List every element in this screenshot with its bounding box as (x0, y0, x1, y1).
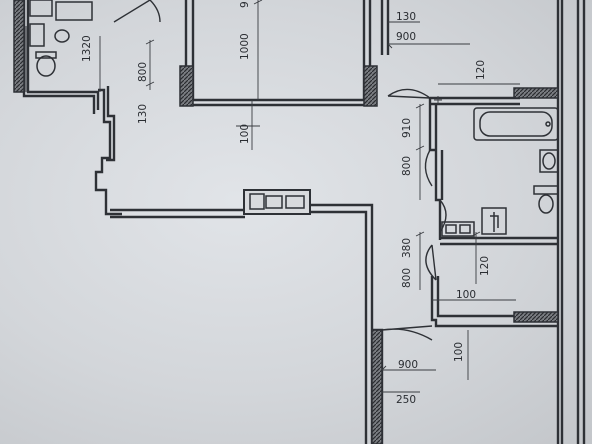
left-outer-wall (26, 0, 100, 110)
dimension-labels: 130 900 1000 9 1320 800 130 120 100 910 … (81, 1, 491, 406)
dimension-label: 1320 (81, 35, 93, 62)
dimension-label: 130 (137, 104, 149, 124)
washer-box (481, 207, 507, 235)
right-partition-wall (380, 0, 390, 55)
column-block (371, 329, 383, 444)
ventilation-ducts (243, 189, 311, 215)
dimension-label: 380 (401, 238, 413, 258)
column-block (363, 65, 378, 107)
dimension-label: 800 (401, 268, 413, 288)
door-swing-upper-right (387, 88, 431, 99)
dimension-label: 120 (475, 60, 487, 80)
bathroom-left-wall (428, 98, 444, 240)
column-block (513, 87, 559, 99)
dimension-label: 800 (401, 156, 413, 176)
upper-left-zigzag-wall-inner (106, 86, 116, 162)
dimension-label: 100 (453, 342, 465, 362)
dimension-label: 130 (396, 11, 416, 23)
column-block (513, 311, 559, 323)
edge-right-wall (576, 0, 586, 444)
walls (22, 0, 586, 444)
door-swing-top (113, 0, 161, 23)
bathroom-bottom-wall (440, 236, 558, 246)
column-block (179, 65, 194, 107)
sink (539, 149, 559, 173)
dimension-label: 120 (479, 256, 491, 276)
upper-center-room-wall-inner (191, 0, 366, 102)
upper-left-zigzag-wall (94, 88, 122, 216)
cabinet (441, 221, 475, 237)
dimension-label: 800 (137, 62, 149, 82)
door-swing-lower (381, 325, 433, 341)
door-swing-right-1 (424, 149, 433, 187)
bathroom-top-wall (430, 96, 520, 106)
dimension-lines (25, 0, 520, 393)
dimension-label: 1000 (239, 33, 251, 60)
upper-center-room-wall (184, 0, 372, 107)
dimension-label: 900 (398, 359, 418, 371)
corridor-wall-right (310, 203, 374, 444)
dimension-label: 100 (456, 289, 476, 301)
bathtub (473, 107, 559, 141)
dimension-label: 910 (401, 118, 413, 138)
far-right-wall (556, 0, 564, 444)
column-block (13, 0, 25, 93)
dimension-label: 900 (396, 31, 416, 43)
door-swing-lower-right (425, 244, 437, 281)
dimension-label: 100 (239, 124, 251, 144)
door-swings (113, 0, 447, 341)
dimension-label: 250 (396, 394, 416, 406)
left-bathroom-fixtures (29, 0, 93, 77)
dimension-label: 9 (239, 1, 251, 8)
toilet (533, 185, 559, 214)
corridor-wall-left (110, 208, 245, 219)
